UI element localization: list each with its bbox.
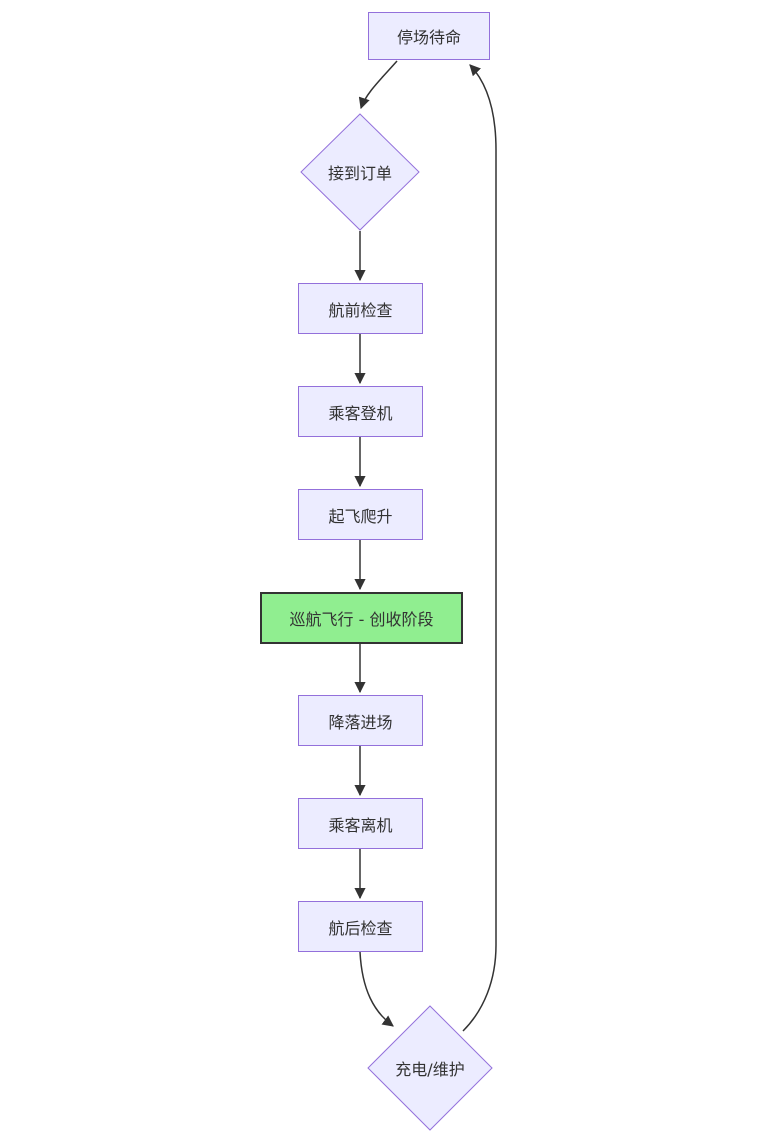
node-passenger-boarding-label: 乘客登机 [328, 403, 393, 423]
edge-parked-to-order [358, 60, 398, 110]
node-landing-approach: 降落进场 [298, 695, 423, 746]
node-receive-order-label: 接到订单 [327, 164, 392, 183]
node-preflight-check-label: 航前检查 [328, 300, 393, 320]
node-postflight-check-label: 航后检查 [328, 918, 393, 938]
node-parked-standby: 停场待命 [368, 12, 490, 60]
edge-charging-to-parked [462, 64, 497, 1032]
node-takeoff-climb-label: 起飞爬升 [328, 506, 393, 526]
node-cruise-revenue-phase: 巡航飞行 - 创收阶段 [260, 592, 463, 644]
node-landing-approach-label: 降落进场 [328, 712, 393, 732]
node-postflight-check: 航后检查 [298, 901, 423, 952]
node-receive-order: 接到订单 [300, 156, 420, 188]
node-order-diamond-shape [300, 113, 420, 231]
node-charging-maintenance: 充电/维护 [370, 1052, 490, 1084]
edge-postflight-to-charging [359, 951, 394, 1027]
node-passenger-deplane-label: 乘客离机 [328, 815, 393, 835]
node-charging-maintenance-label: 充电/维护 [395, 1060, 465, 1079]
node-passenger-deplane: 乘客离机 [298, 798, 423, 849]
node-cruise-revenue-phase-label: 巡航飞行 - 创收阶段 [289, 610, 434, 629]
node-parked-standby-label: 停场待命 [396, 28, 461, 47]
node-preflight-check: 航前检查 [298, 283, 423, 334]
node-takeoff-climb: 起飞爬升 [298, 489, 423, 540]
node-charging-diamond-shape [367, 1005, 493, 1131]
node-passenger-boarding: 乘客登机 [298, 386, 423, 437]
